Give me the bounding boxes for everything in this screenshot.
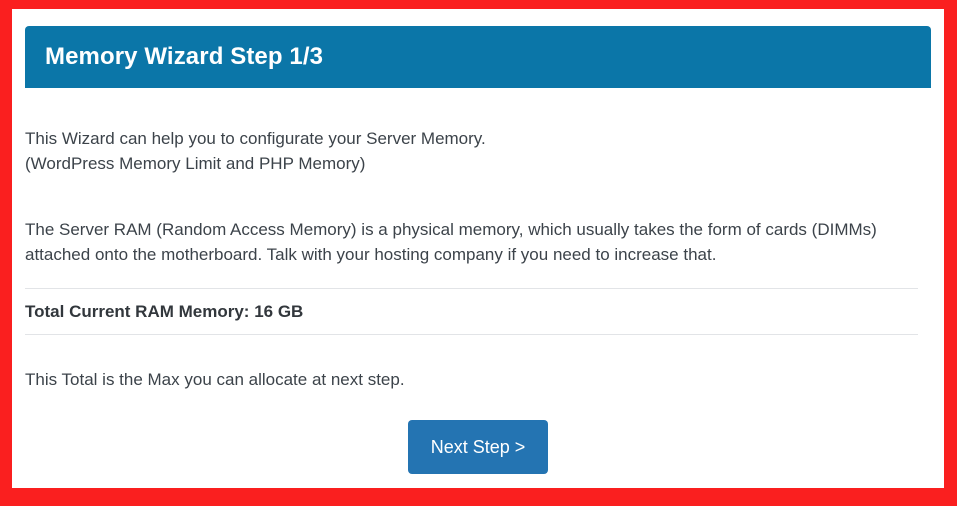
wizard-body: This Wizard can help you to configurate … <box>25 88 931 392</box>
next-step-button[interactable]: Next Step > <box>408 420 548 474</box>
divider-below-total <box>25 334 918 335</box>
total-ram-value: Total Current RAM Memory: 16 GB <box>25 302 304 321</box>
wizard-header-bar: Memory Wizard Step 1/3 <box>25 26 931 88</box>
intro-line-1: This Wizard can help you to configurate … <box>25 129 486 148</box>
intro-line-2: (WordPress Memory Limit and PHP Memory) <box>25 154 366 173</box>
wizard-card: Memory Wizard Step 1/3 This Wizard can h… <box>12 9 944 488</box>
ram-description-paragraph: The Server RAM (Random Access Memory) is… <box>25 220 877 264</box>
intro-paragraph: This Wizard can help you to configurate … <box>25 88 931 176</box>
page-title: Memory Wizard Step 1/3 <box>45 43 324 70</box>
total-ram-row: Total Current RAM Memory: 16 GB <box>25 289 931 334</box>
max-allocation-note: This Total is the Max you can allocate a… <box>25 370 405 389</box>
button-row: Next Step > <box>25 420 931 474</box>
divider-above-total <box>25 288 918 289</box>
